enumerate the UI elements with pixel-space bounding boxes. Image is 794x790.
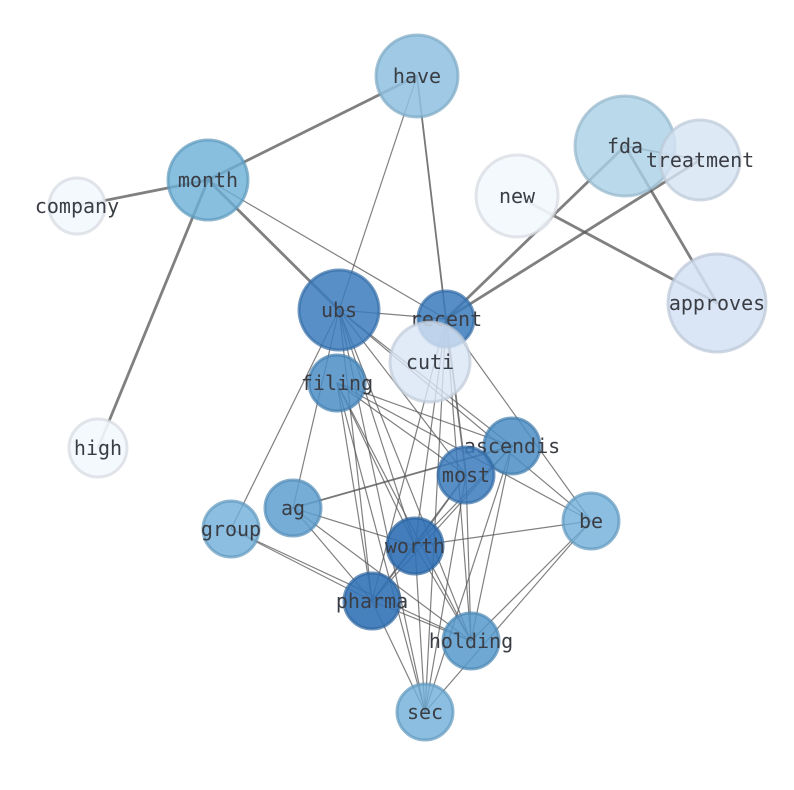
node-label-ag: ag: [281, 496, 305, 520]
node-label-company: company: [35, 194, 119, 218]
node-label-cuti: cuti: [406, 350, 454, 374]
edge-ubs-be: [338, 309, 592, 522]
node-label-month: month: [178, 168, 238, 192]
node-circle-most: [436, 445, 496, 505]
node-circle-treatment: [658, 118, 742, 202]
node-label-approves: approves: [669, 291, 765, 315]
node-holding: holding: [429, 611, 513, 671]
node-label-filing: filing: [301, 371, 373, 395]
node-circle-filing: [307, 353, 367, 413]
node-label-group: group: [201, 517, 261, 541]
edge-be-worth: [414, 520, 592, 547]
node-ag: ag: [263, 478, 323, 538]
node-month: month: [166, 138, 250, 222]
node-circle-worth: [385, 516, 445, 576]
node-most: most: [436, 445, 496, 505]
node-circle-pharma: [342, 571, 402, 631]
node-label-worth: worth: [385, 534, 445, 558]
node-circle-ag: [263, 478, 323, 538]
edge-filing-pharma: [336, 382, 373, 602]
node-worth: worth: [385, 516, 445, 576]
edge-filing-ascendis: [336, 382, 513, 447]
node-circle-be: [561, 491, 621, 551]
node-circle-have: [374, 33, 460, 119]
node-label-treatment: treatment: [646, 148, 754, 172]
node-filing: filing: [301, 353, 373, 413]
node-treatment: treatment: [646, 118, 754, 202]
node-label-high: high: [74, 436, 122, 460]
node-circle-approves: [666, 252, 768, 354]
node-ubs: ubs: [297, 268, 381, 352]
node-circle-ubs: [297, 268, 381, 352]
node-be: be: [561, 491, 621, 551]
node-label-most: most: [442, 463, 490, 487]
node-label-ubs: ubs: [321, 298, 357, 322]
node-circle-month: [166, 138, 250, 222]
edge-ascendis-holding: [470, 445, 513, 642]
node-label-be: be: [579, 509, 603, 533]
node-label-holding: holding: [429, 629, 513, 653]
edge-filing-sec: [336, 382, 426, 713]
node-circle-new: [474, 153, 560, 239]
node-cuti: cuti: [388, 320, 472, 404]
node-sec: sec: [395, 682, 455, 742]
node-label-sec: sec: [407, 700, 443, 724]
edge-month-recent: [207, 179, 447, 320]
edge-month-high: [96, 178, 210, 450]
node-label-fda: fda: [607, 134, 643, 158]
node-group: group: [201, 499, 261, 559]
edge-ubs-pharma: [338, 309, 373, 602]
node-label-have: have: [393, 64, 441, 88]
edge-filing-holding: [336, 382, 472, 642]
node-high: high: [67, 417, 129, 479]
node-circle-ascendis: [482, 416, 542, 476]
node-circle-cuti: [388, 320, 472, 404]
node-label-new: new: [499, 184, 536, 208]
edge-treatment-recent: [444, 158, 702, 321]
edge-ascendis-sec: [424, 445, 513, 713]
edge-most-sec: [424, 474, 467, 713]
node-label-pharma: pharma: [336, 589, 408, 613]
node-new: new: [474, 153, 560, 239]
node-have: have: [374, 33, 460, 119]
node-circle-company: [47, 176, 107, 236]
node-circle-sec: [395, 682, 455, 742]
node-pharma: pharma: [336, 571, 408, 631]
edge-filing-worth: [336, 382, 416, 547]
node-circle-holding: [441, 611, 501, 671]
node-circle-high: [67, 417, 129, 479]
node-circle-group: [201, 499, 261, 559]
edge-be-sec: [424, 520, 592, 713]
node-approves: approves: [666, 252, 768, 354]
node-fda: fda: [573, 94, 677, 198]
node-company: company: [35, 176, 119, 236]
